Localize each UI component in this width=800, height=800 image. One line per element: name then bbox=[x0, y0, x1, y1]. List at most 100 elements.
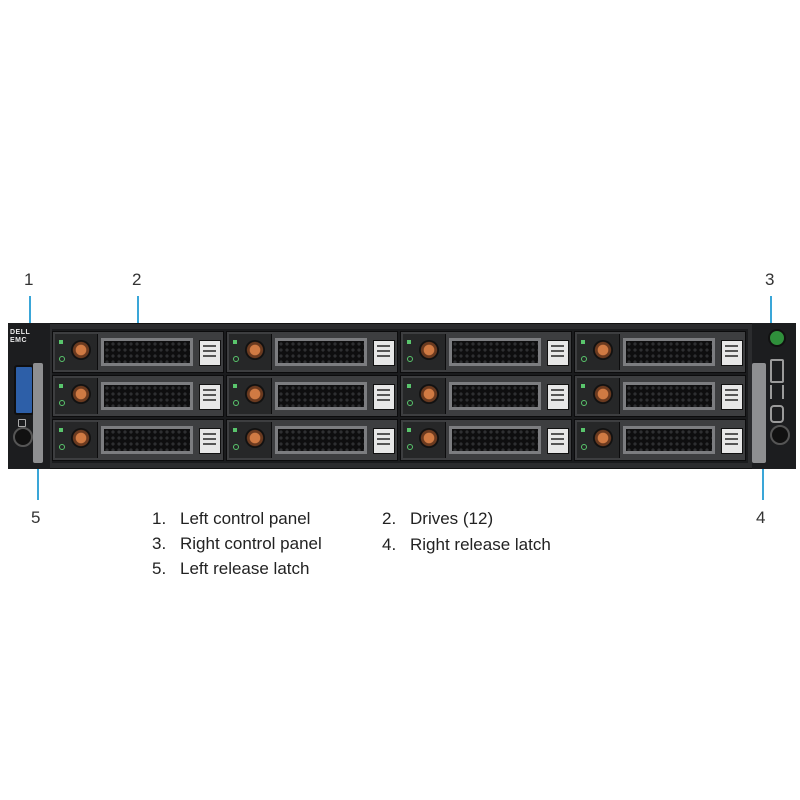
drive-vent-grille bbox=[275, 426, 367, 454]
drive-activity-led bbox=[59, 384, 63, 388]
legend-label: Right control panel bbox=[180, 534, 322, 553]
drive-slot[interactable] bbox=[52, 331, 224, 373]
drive-bay bbox=[52, 329, 748, 463]
callout-4: 4 bbox=[756, 508, 766, 527]
left-release-latch[interactable] bbox=[33, 363, 43, 463]
drive-vent-grille bbox=[449, 338, 541, 366]
drive-label bbox=[373, 384, 395, 410]
drive-status-led bbox=[59, 444, 65, 450]
usb-port-icon bbox=[770, 359, 784, 383]
drive-activity-led bbox=[59, 340, 63, 344]
server-front-panel: DELL EMC bbox=[8, 323, 796, 469]
callout-1: 1 bbox=[24, 270, 34, 289]
legend-num: 1. bbox=[152, 509, 167, 528]
drive-label bbox=[721, 428, 743, 454]
dell-emc-logo: DELL EMC bbox=[10, 329, 40, 345]
drive-vent-grille bbox=[275, 382, 367, 410]
right-thumbscrew[interactable] bbox=[770, 425, 790, 445]
drive-activity-led bbox=[581, 340, 585, 344]
legend-num: 4. bbox=[382, 535, 397, 554]
logo-line-1: DELL bbox=[10, 329, 31, 336]
drive-status-led bbox=[233, 356, 239, 362]
drive-status-led bbox=[407, 356, 413, 362]
legend-label: Right release latch bbox=[410, 535, 551, 554]
drive-label bbox=[199, 340, 221, 366]
drive-slot[interactable] bbox=[400, 375, 572, 417]
drive-release-button[interactable] bbox=[245, 340, 265, 360]
drive-slot[interactable] bbox=[400, 419, 572, 461]
drive-release-button[interactable] bbox=[245, 384, 265, 404]
drive-release-button[interactable] bbox=[419, 340, 439, 360]
legend-item-3: 3. Right control panel bbox=[152, 534, 322, 554]
drive-label bbox=[547, 384, 569, 410]
drive-release-button[interactable] bbox=[419, 428, 439, 448]
drive-activity-led bbox=[581, 428, 585, 432]
drive-vent-grille bbox=[275, 338, 367, 366]
drive-activity-led bbox=[59, 428, 63, 432]
power-button[interactable] bbox=[768, 329, 786, 347]
drive-activity-led bbox=[233, 340, 237, 344]
drive-status-led bbox=[59, 356, 65, 362]
drive-vent-grille bbox=[101, 338, 193, 366]
legend-num: 2. bbox=[382, 509, 397, 528]
legend-label: Left release latch bbox=[180, 559, 310, 578]
legend-label: Left control panel bbox=[180, 509, 311, 528]
drive-vent-grille bbox=[449, 382, 541, 410]
callout-3: 3 bbox=[765, 270, 775, 289]
left-control-panel: DELL EMC bbox=[8, 323, 50, 469]
drive-slot[interactable] bbox=[574, 375, 746, 417]
leader-line-1 bbox=[29, 296, 31, 336]
drive-activity-led bbox=[407, 428, 411, 432]
drive-release-button[interactable] bbox=[71, 428, 91, 448]
vga-port-icon bbox=[770, 385, 784, 399]
drive-slot[interactable] bbox=[574, 331, 746, 373]
drive-activity-led bbox=[407, 384, 411, 388]
drive-vent-grille bbox=[623, 426, 715, 454]
drive-slot[interactable] bbox=[52, 375, 224, 417]
drive-release-button[interactable] bbox=[71, 340, 91, 360]
legend-item-2: 2.Drives (12) bbox=[382, 509, 493, 529]
leader-line-4 bbox=[762, 452, 764, 500]
drive-release-button[interactable] bbox=[419, 384, 439, 404]
drive-status-led bbox=[233, 400, 239, 406]
drive-slot[interactable] bbox=[226, 331, 398, 373]
drive-label bbox=[547, 428, 569, 454]
drive-label bbox=[721, 340, 743, 366]
legend-num: 3. bbox=[152, 534, 167, 553]
callout-2: 2 bbox=[132, 270, 142, 289]
drive-activity-led bbox=[233, 384, 237, 388]
right-control-panel bbox=[752, 323, 796, 469]
drive-slot[interactable] bbox=[52, 419, 224, 461]
drive-label bbox=[547, 340, 569, 366]
drive-release-button[interactable] bbox=[593, 340, 613, 360]
drive-status-led bbox=[581, 444, 587, 450]
drive-slot[interactable] bbox=[574, 419, 746, 461]
left-thumbscrew[interactable] bbox=[13, 427, 33, 447]
drive-release-button[interactable] bbox=[71, 384, 91, 404]
drive-label bbox=[373, 340, 395, 366]
system-id-icon bbox=[18, 419, 26, 427]
right-release-latch[interactable] bbox=[752, 363, 766, 463]
drive-activity-led bbox=[581, 384, 585, 388]
drive-label bbox=[721, 384, 743, 410]
micro-usb-port-icon bbox=[770, 405, 784, 423]
drive-slot[interactable] bbox=[226, 419, 398, 461]
drive-status-led bbox=[581, 400, 587, 406]
callout-5: 5 bbox=[31, 508, 41, 527]
drive-status-led bbox=[581, 356, 587, 362]
drive-release-button[interactable] bbox=[593, 384, 613, 404]
drive-slot[interactable] bbox=[400, 331, 572, 373]
drive-release-button[interactable] bbox=[593, 428, 613, 448]
drive-label bbox=[373, 428, 395, 454]
drive-status-led bbox=[407, 444, 413, 450]
drive-label bbox=[199, 384, 221, 410]
drive-label bbox=[199, 428, 221, 454]
drive-vent-grille bbox=[623, 382, 715, 410]
drive-release-button[interactable] bbox=[245, 428, 265, 448]
status-indicator-strip[interactable] bbox=[14, 365, 34, 415]
drive-vent-grille bbox=[101, 382, 193, 410]
drive-slot[interactable] bbox=[226, 375, 398, 417]
logo-line-2: EMC bbox=[10, 337, 28, 344]
leader-line-3 bbox=[770, 296, 772, 336]
drive-vent-grille bbox=[623, 338, 715, 366]
